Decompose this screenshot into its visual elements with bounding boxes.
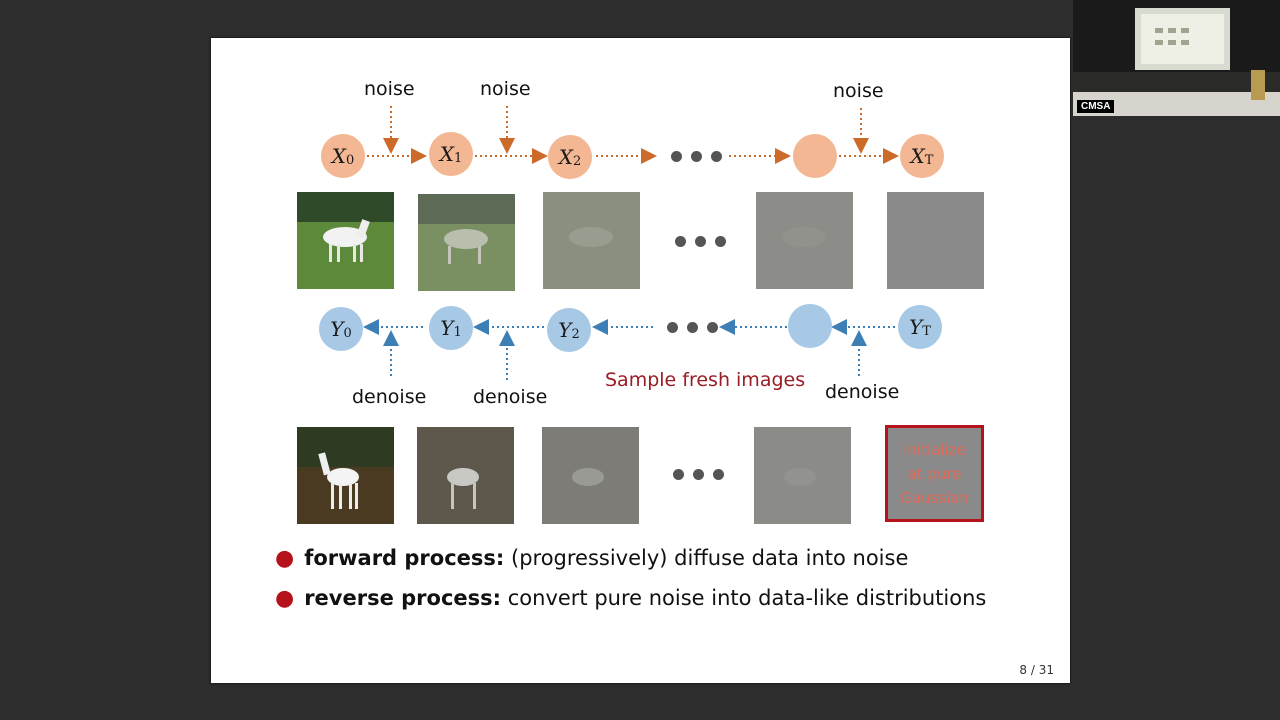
camera-feed[interactable]: CMSA (1073, 0, 1280, 116)
init-gaussian-box: initialize at pure Gaussian (885, 425, 984, 522)
horse-image-generated (297, 427, 394, 524)
page-number: 8 / 31 (1019, 663, 1054, 677)
denoise-label: denoise (352, 386, 427, 408)
horse-image-clean (297, 192, 394, 289)
sample-caption: Sample fresh images (605, 369, 806, 391)
horse-image-reverse-1 (417, 427, 514, 524)
noise-label: noise (833, 80, 884, 102)
forward-arrows (367, 106, 899, 164)
reverse-node-blank (788, 304, 832, 348)
ellipsis-dots (667, 322, 718, 333)
denoise-label: denoise (825, 381, 900, 403)
horse-image-noise-1 (418, 194, 515, 291)
noise-label: noise (364, 78, 415, 100)
init-box-line: Gaussian (900, 488, 969, 507)
horse-image-noise-2 (543, 192, 640, 289)
arrows-layer (363, 106, 899, 380)
noise-label: noise (480, 78, 531, 100)
horse-image-noise-3 (756, 192, 853, 289)
forward-node-blank (793, 134, 837, 178)
pure-noise-image (887, 192, 984, 289)
denoise-label: denoise (473, 386, 548, 408)
horse-image-reverse-2 (542, 427, 639, 524)
horse-image-reverse-3 (754, 427, 851, 524)
init-box-line: initialize (903, 440, 966, 459)
ellipsis-dots (673, 469, 724, 480)
bullet-forward: ●forward process: (progressively) diffus… (275, 546, 909, 571)
reverse-arrows (363, 319, 895, 380)
camera-label: CMSA (1077, 100, 1115, 113)
ellipsis-dots (675, 236, 726, 247)
init-box-line: at pure (907, 464, 962, 483)
bullet-reverse: ●reverse process: convert pure noise int… (275, 586, 987, 611)
ellipsis-dots (671, 151, 722, 162)
camera-scene (1073, 0, 1280, 116)
